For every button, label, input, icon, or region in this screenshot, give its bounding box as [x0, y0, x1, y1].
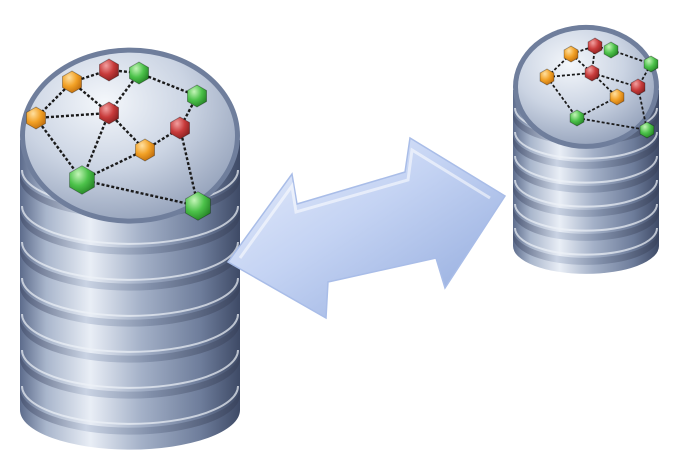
sync-arrow-shape	[226, 136, 507, 320]
platter-highlight	[21, 385, 239, 425]
platter-highlight	[514, 155, 658, 184]
platter-highlight	[21, 349, 239, 389]
green-node	[569, 109, 585, 127]
network-link	[591, 72, 639, 88]
orange-node	[609, 88, 625, 106]
green-node	[639, 121, 655, 139]
green-node	[185, 191, 211, 221]
platter-highlight	[514, 227, 658, 256]
platter-band	[20, 280, 240, 327]
platter-band	[20, 316, 240, 363]
green-node	[187, 84, 207, 108]
network-link	[637, 86, 648, 131]
network-link	[576, 117, 648, 131]
platter-band	[513, 230, 659, 265]
cylinder-top	[518, 29, 654, 144]
platter-band	[513, 158, 659, 193]
network-link	[108, 112, 146, 151]
red-node	[587, 37, 603, 55]
platter-band	[20, 208, 240, 255]
network-link	[35, 111, 110, 120]
network-link	[138, 71, 198, 98]
platter-band	[513, 182, 659, 217]
platter-band	[20, 244, 240, 291]
red-node	[99, 58, 119, 82]
network-link	[546, 76, 578, 119]
cylinder-body	[20, 140, 240, 450]
platter-highlight	[21, 313, 239, 353]
platter-highlight	[21, 241, 239, 281]
platter-highlight	[21, 205, 239, 245]
orange-node	[26, 106, 46, 130]
network-link	[178, 127, 200, 207]
arrow-highlight	[238, 147, 491, 259]
platter-band	[513, 206, 659, 241]
orange-node	[539, 68, 555, 86]
network-graph	[539, 37, 659, 139]
platter-band	[20, 352, 240, 399]
platter-highlight	[514, 179, 658, 208]
red-node	[170, 116, 190, 140]
green-node	[603, 41, 619, 59]
platter-band	[513, 134, 659, 169]
red-node	[584, 64, 600, 82]
green-node	[129, 61, 149, 85]
orange-node	[563, 45, 579, 63]
right-database	[513, 24, 659, 274]
red-node	[99, 101, 119, 125]
network-graph	[26, 58, 211, 221]
network-link	[546, 72, 593, 78]
orange-node	[135, 138, 155, 162]
red-node	[630, 78, 646, 96]
green-node	[643, 55, 659, 73]
network-link	[35, 117, 83, 181]
bidirectional-sync-arrow	[226, 136, 507, 320]
green-node	[69, 165, 95, 195]
platter-highlight	[21, 277, 239, 317]
left-database	[20, 47, 240, 450]
network-link	[81, 148, 146, 182]
platter-band	[20, 388, 240, 435]
orange-node	[62, 70, 82, 94]
platter-highlight	[514, 131, 658, 160]
platter-highlight	[514, 203, 658, 232]
